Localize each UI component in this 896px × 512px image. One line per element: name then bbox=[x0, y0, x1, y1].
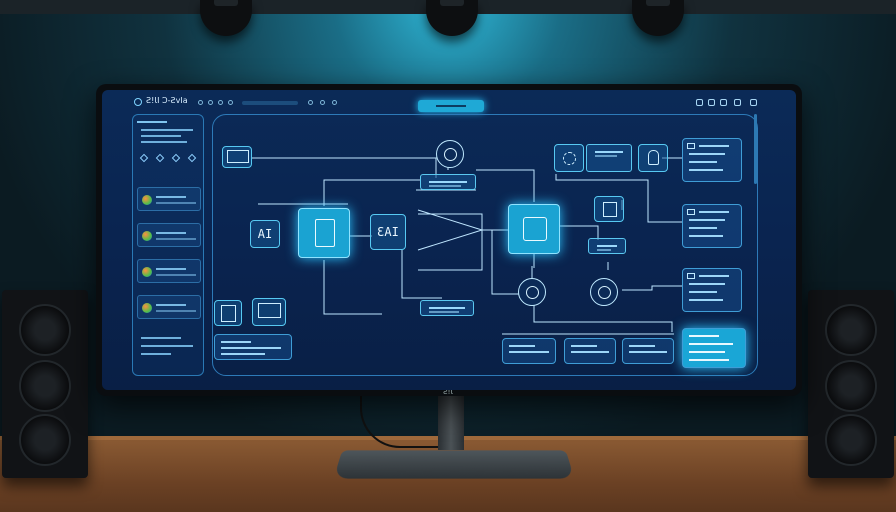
monitor-stand bbox=[438, 396, 464, 450]
right-speaker bbox=[808, 290, 894, 478]
monitor-stand-base bbox=[333, 450, 575, 479]
router-node[interactable] bbox=[588, 238, 626, 254]
toolbar-icon[interactable] bbox=[320, 100, 325, 105]
gear-node[interactable] bbox=[554, 144, 584, 172]
file-icon bbox=[603, 202, 617, 217]
status-panel[interactable] bbox=[622, 338, 674, 364]
folder-node[interactable] bbox=[508, 204, 560, 254]
screen: Ƨ!ƖI Ɔ-ƧvIa bbox=[102, 90, 796, 390]
tablet-node[interactable] bbox=[214, 300, 242, 326]
speaker-cone-icon bbox=[825, 414, 877, 466]
toolbar-field[interactable] bbox=[242, 101, 298, 105]
left-speaker bbox=[2, 290, 88, 478]
monitor-logo: Ƨ!Ɩ bbox=[443, 388, 453, 396]
sidebar-line bbox=[141, 141, 187, 143]
monitor-icon bbox=[258, 303, 281, 318]
sidebar-item[interactable] bbox=[137, 187, 201, 211]
toolbar-icon[interactable] bbox=[308, 100, 313, 105]
connection-line bbox=[560, 225, 599, 240]
folder-icon bbox=[523, 217, 547, 241]
user-icon bbox=[648, 150, 659, 165]
gear-icon bbox=[563, 152, 576, 165]
app-icon bbox=[142, 231, 152, 241]
info-card[interactable] bbox=[682, 138, 742, 182]
user-icon[interactable] bbox=[720, 99, 727, 106]
speaker-cone-icon bbox=[19, 414, 71, 466]
document-node[interactable] bbox=[298, 208, 350, 258]
output-node[interactable] bbox=[420, 300, 474, 316]
left-sidebar bbox=[132, 114, 204, 376]
sidebar-item[interactable] bbox=[137, 223, 201, 247]
connection-line bbox=[622, 285, 682, 291]
connection-line bbox=[323, 260, 382, 315]
laptop-icon bbox=[227, 150, 249, 163]
sidebar-header bbox=[137, 119, 201, 125]
speaker-cone-icon bbox=[19, 304, 71, 356]
connection-line bbox=[476, 169, 535, 202]
ceiling-spotlight-icon bbox=[632, 0, 684, 36]
menu-icon[interactable] bbox=[750, 99, 757, 106]
sidebar-line bbox=[141, 135, 181, 137]
help-icon[interactable] bbox=[734, 99, 741, 106]
toolbar-icon[interactable] bbox=[228, 100, 233, 105]
speaker-cone-icon bbox=[825, 360, 877, 412]
connection-line bbox=[323, 179, 420, 206]
cloud-node-icon[interactable] bbox=[590, 278, 618, 306]
top-bar: Ƨ!ƖI Ɔ-ƧvIa bbox=[102, 90, 796, 112]
monitor-node[interactable] bbox=[252, 298, 286, 326]
laptop-node[interactable] bbox=[222, 146, 252, 168]
workflow-canvas bbox=[212, 114, 758, 376]
search-button[interactable] bbox=[418, 100, 484, 112]
ai-node[interactable]: AI bbox=[250, 220, 280, 248]
tablet-icon bbox=[221, 305, 236, 322]
info-node[interactable] bbox=[586, 144, 632, 172]
document-node-2[interactable] bbox=[594, 196, 624, 222]
toolbar-icon[interactable] bbox=[208, 100, 213, 105]
settings-icon[interactable] bbox=[708, 99, 715, 106]
globe-node-icon[interactable] bbox=[518, 278, 546, 306]
app-icon bbox=[142, 195, 152, 205]
status-panel[interactable] bbox=[214, 334, 292, 360]
sidebar-line bbox=[141, 129, 193, 131]
info-card[interactable] bbox=[682, 268, 742, 312]
connection-line bbox=[418, 213, 483, 271]
toolbar-icon[interactable] bbox=[332, 100, 337, 105]
notification-icon[interactable] bbox=[696, 99, 703, 106]
connection-line bbox=[533, 300, 673, 332]
workflow-connections bbox=[252, 152, 682, 335]
process-node[interactable] bbox=[420, 174, 476, 190]
brain-node-icon[interactable] bbox=[436, 140, 464, 168]
sidebar-item[interactable] bbox=[137, 259, 201, 283]
sidebar-item[interactable] bbox=[137, 295, 201, 319]
status-panel[interactable] bbox=[502, 338, 556, 364]
app-logo-icon bbox=[134, 98, 142, 106]
app-icon bbox=[142, 303, 152, 313]
connection-line bbox=[555, 174, 682, 223]
ceiling-spotlight-icon bbox=[200, 0, 252, 36]
user-node[interactable] bbox=[638, 144, 668, 172]
connection-line bbox=[417, 209, 484, 251]
connection-line bbox=[252, 157, 437, 178]
toolbar-icon[interactable] bbox=[218, 100, 223, 105]
status-panel[interactable] bbox=[564, 338, 616, 364]
info-card-highlighted[interactable] bbox=[682, 328, 746, 368]
document-icon bbox=[315, 219, 335, 247]
app-title: Ƨ!ƖI Ɔ-ƧvIa bbox=[146, 96, 188, 105]
vertical-scrollbar[interactable] bbox=[754, 114, 757, 184]
app-icon bbox=[142, 267, 152, 277]
speaker-cone-icon bbox=[19, 360, 71, 412]
ai-model-node[interactable]: ƐAI bbox=[370, 214, 406, 250]
connection-line bbox=[401, 250, 442, 299]
speaker-cone-icon bbox=[825, 304, 877, 356]
info-card[interactable] bbox=[682, 204, 742, 248]
toolbar-icon[interactable] bbox=[198, 100, 203, 105]
